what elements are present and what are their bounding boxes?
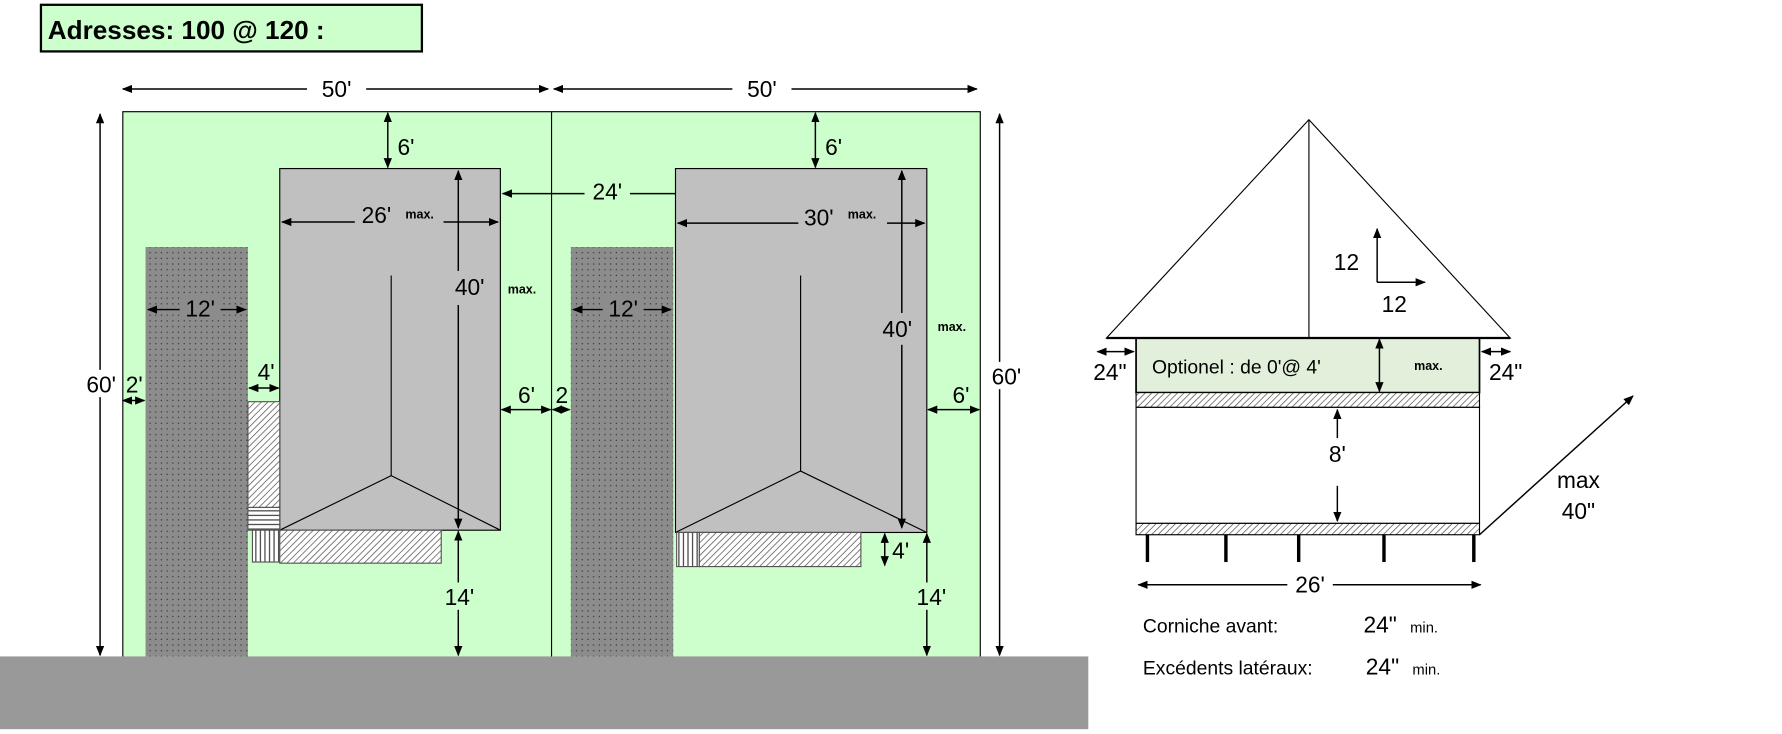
left-house-width-note: max. xyxy=(405,208,434,222)
wall xyxy=(1135,406,1481,524)
address-title: Adresses: 100 @ 120 : xyxy=(48,15,325,45)
right-porch-depth: 4' xyxy=(892,538,909,564)
note-value: 24" xyxy=(1366,654,1399,680)
left-side-setback: 6' xyxy=(518,382,535,408)
right-driveway-width: 12' xyxy=(608,295,638,321)
address-title-box: Adresses: 100 @ 120 : xyxy=(39,3,424,53)
upper-floor-band xyxy=(1135,392,1481,408)
right-house-width-note: max. xyxy=(848,208,877,222)
left-front-porch xyxy=(279,529,442,564)
right-house-depth: 40' xyxy=(882,316,912,342)
note-unit: min. xyxy=(1410,621,1438,637)
left-front-stairs xyxy=(251,529,281,563)
diagonal-label-value: 40" xyxy=(1562,498,1595,524)
wall-height: 8' xyxy=(1329,441,1346,467)
left-driveway-margin: 2' xyxy=(126,372,143,398)
street xyxy=(0,656,1089,730)
note-side-overhangs: Excédents latéraux: 24" min. xyxy=(1143,654,1440,680)
overhang-left: 24" xyxy=(1093,359,1126,385)
diagonal-arrow xyxy=(1479,395,1634,536)
left-side-stairs xyxy=(247,506,281,531)
house-elevation: 12 12 Optionel : de 0'@ 4' max. 24" 24" … xyxy=(1093,118,1634,680)
note-front-cornice: Corniche avant: 24" min. xyxy=(1143,612,1438,638)
pitch-rise: 12 xyxy=(1334,249,1359,275)
elevation-width: 26' xyxy=(1295,572,1325,598)
left-rear-setback: 14' xyxy=(445,584,475,610)
right-house-width: 30' xyxy=(804,204,834,230)
left-lot-depth: 60' xyxy=(86,372,116,398)
floor-band xyxy=(1135,522,1481,536)
pitch-run: 12 xyxy=(1382,291,1407,317)
between-houses-distance: 24' xyxy=(592,178,622,204)
left-driveway-width: 12' xyxy=(185,295,215,321)
optional-floor-note: max. xyxy=(1414,359,1443,373)
right-front-stairs xyxy=(676,531,700,568)
left-side-deck xyxy=(247,401,281,509)
left-front-setback: 6' xyxy=(397,134,414,160)
right-lot-width: 50' xyxy=(747,76,777,102)
right-front-setback: 6' xyxy=(825,134,842,160)
note-label: Corniche avant: xyxy=(1143,617,1278,638)
foundation-posts xyxy=(1145,534,1476,563)
left-driveway-gap: 4' xyxy=(258,359,275,385)
optional-floor-text: Optionel : de 0'@ 4' xyxy=(1152,357,1321,378)
right-rear-setback: 14' xyxy=(917,584,947,610)
left-house-depth: 40' xyxy=(455,274,485,300)
right-lot-depth: 60' xyxy=(992,364,1022,390)
right-side-setback: 6' xyxy=(952,382,969,408)
right-house-depth-note: max. xyxy=(938,320,967,334)
note-value: 24" xyxy=(1364,612,1397,638)
left-lot-width: 50' xyxy=(322,76,352,102)
diagonal-label-max: max xyxy=(1557,467,1601,493)
optional-floor xyxy=(1135,337,1481,394)
left-house-width: 26' xyxy=(362,202,392,228)
note-unit: min. xyxy=(1412,663,1440,679)
overhang-right: 24" xyxy=(1489,359,1522,385)
note-label: Excédents latéraux: xyxy=(1143,659,1313,680)
left-house-depth-note: max. xyxy=(508,283,536,297)
left-house xyxy=(279,167,501,531)
right-front-porch xyxy=(698,531,862,568)
right-driveway-margin: 2 xyxy=(555,382,568,408)
